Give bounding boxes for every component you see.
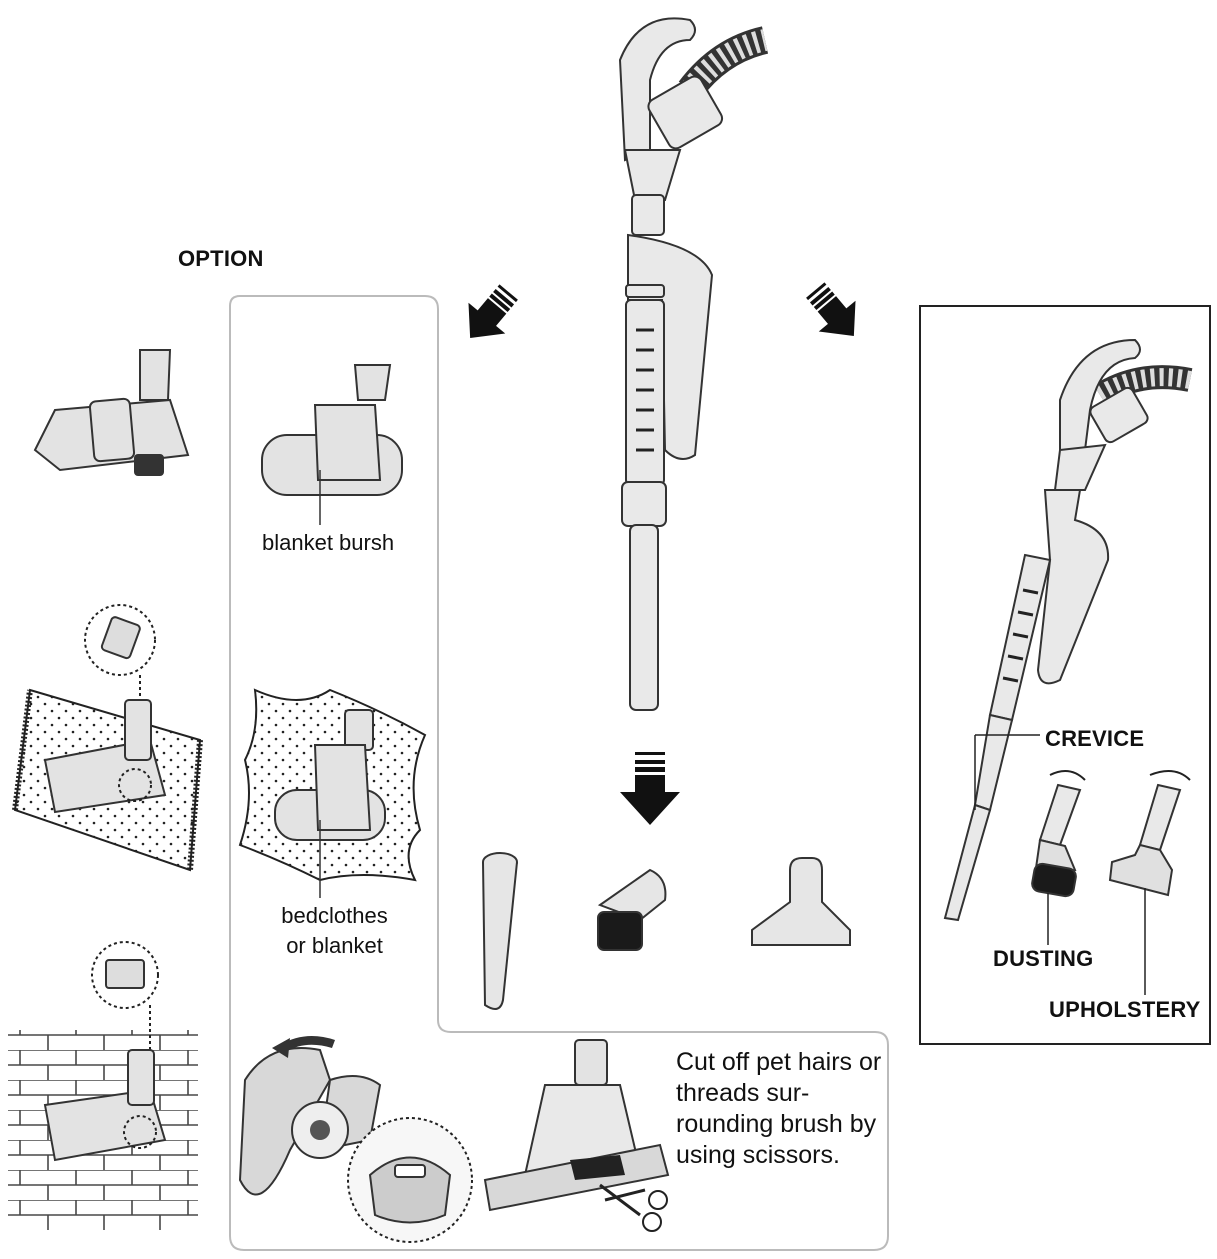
upholstery-label: UPHOLSTERY bbox=[1049, 997, 1201, 1022]
crevice-label: CREVICE bbox=[1045, 726, 1145, 751]
left-down-arrow-icon bbox=[468, 284, 518, 339]
dusting-attachment-illustration bbox=[1031, 770, 1086, 898]
brush-maintenance-illustration bbox=[238, 1047, 473, 1243]
hose-wand-illustration bbox=[618, 17, 769, 711]
bedclothes-brush-illustration bbox=[238, 688, 427, 882]
scissors-cleaning-illustration bbox=[483, 1039, 670, 1232]
dusting-brush-illustration bbox=[597, 868, 667, 951]
floor-nozzle-illustration bbox=[33, 349, 190, 476]
option-panel-frame bbox=[229, 295, 889, 1251]
accessory-usage-frame bbox=[919, 305, 1211, 1045]
blanket-brush-illustration bbox=[261, 364, 403, 496]
right-down-arrow-icon bbox=[806, 282, 856, 337]
carpet-nozzle-illustration bbox=[12, 604, 203, 872]
blanket-brush-label: blanket bursh bbox=[262, 530, 395, 555]
brush-cleaning-instruction: Cut off pet hairs or threads sur-roundin… bbox=[676, 1048, 882, 1169]
bedclothes-label-line2: or blanket bbox=[286, 933, 383, 958]
bedclothes-label-line1: bedclothes bbox=[281, 903, 388, 928]
bedclothes-label: bedclothes or blanket bbox=[262, 903, 407, 959]
upholstery-attachment-illustration bbox=[1108, 770, 1191, 897]
crevice-in-use-illustration bbox=[943, 338, 1193, 922]
option-heading: OPTION bbox=[178, 246, 264, 271]
dusting-label: DUSTING bbox=[993, 946, 1094, 971]
rotate-arrow-icon bbox=[272, 1036, 335, 1058]
upholstery-tool-illustration bbox=[751, 857, 851, 946]
down-arrow-icon bbox=[620, 752, 680, 825]
crevice-tool-illustration bbox=[482, 852, 518, 1010]
hard-floor-nozzle-illustration bbox=[8, 941, 198, 1230]
